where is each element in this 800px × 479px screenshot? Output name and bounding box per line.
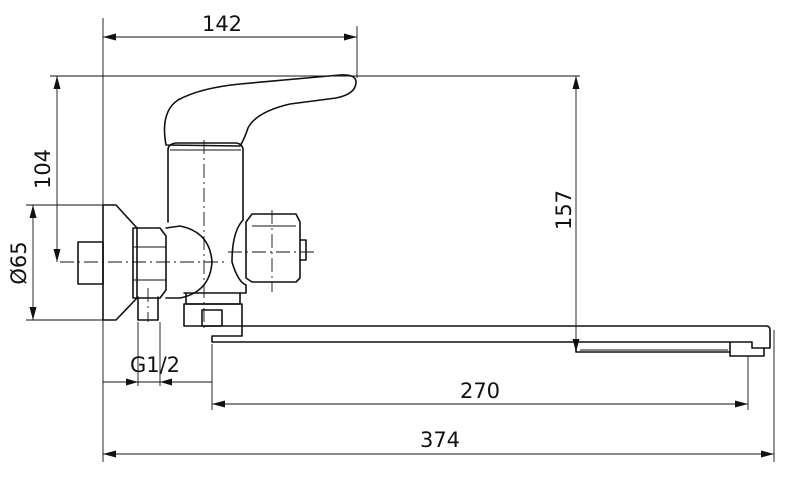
- eccentric-stub: [77, 241, 104, 285]
- swivel-ring: [183, 303, 243, 327]
- swivel-nut: [185, 292, 241, 305]
- dim-label-65: Ø65: [7, 241, 31, 284]
- swivel-insert: [201, 309, 223, 327]
- dim-label-142: 142: [202, 12, 242, 36]
- dimension-labels: 142 104 Ø65 157 G1/2 270 374: [7, 12, 576, 452]
- dim-label-270: 270: [460, 379, 500, 403]
- main-body: [167, 142, 247, 294]
- diverter-knob: [245, 213, 301, 283]
- dim-label-374: 374: [420, 428, 460, 452]
- wall-flange: [102, 204, 138, 321]
- dim-label-thread: G1/2: [130, 353, 180, 377]
- center-lines: [60, 140, 316, 330]
- faucet-outline: [77, 74, 771, 357]
- aerator: [729, 341, 765, 357]
- spout: [211, 325, 771, 353]
- hex-nut: [132, 227, 167, 299]
- diverter-cap: [299, 239, 307, 261]
- dim-label-104: 104: [31, 149, 55, 189]
- dim-label-157: 157: [552, 190, 576, 230]
- dimension-lines: [26, 18, 775, 462]
- lever-handle: [163, 74, 357, 147]
